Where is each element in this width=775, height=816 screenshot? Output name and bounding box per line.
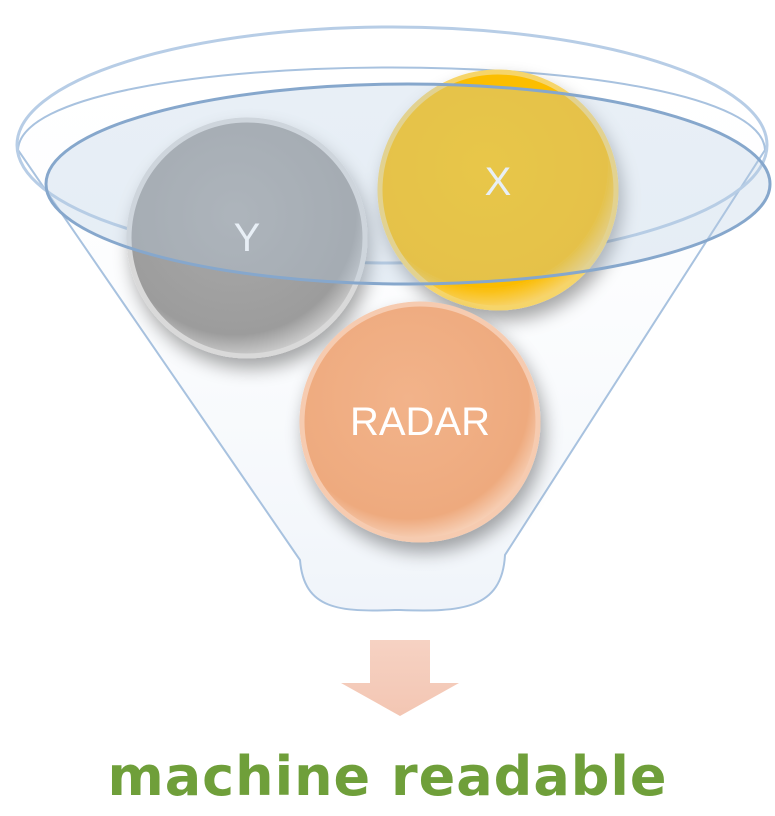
circle-radar-shape: [299, 301, 541, 543]
circle-x: X: [377, 69, 619, 311]
funnel-mouth: [44, 82, 772, 286]
circle-y: Y: [126, 117, 368, 359]
circle-x-shape: [377, 69, 619, 311]
caption-machine-readable: machine readable: [107, 745, 668, 808]
circle-radar-label: RADAR: [350, 400, 490, 444]
down-arrow-icon: [341, 640, 459, 716]
circle-y-label: Y: [234, 216, 261, 260]
circle-x-label: X: [485, 160, 512, 204]
circle-y-shape: [126, 117, 368, 359]
circle-radar: RADAR: [299, 301, 541, 543]
funnel-rim-outer: [15, 25, 769, 265]
